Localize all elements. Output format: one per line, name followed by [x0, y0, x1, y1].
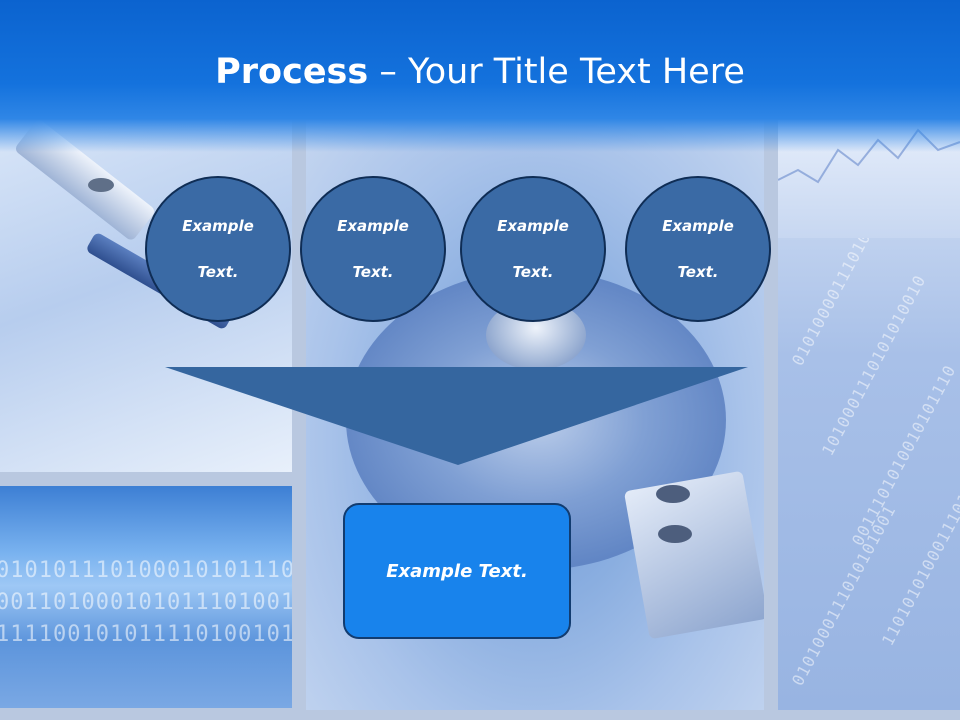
- title-rest: – Your Title Text Here: [368, 52, 745, 92]
- result-label: Example Text.: [386, 560, 528, 582]
- step-3-line1: Example: [497, 216, 569, 235]
- funnel-arrow: [165, 367, 748, 465]
- drive-screw-shape: [88, 178, 114, 192]
- binary-pattern: 0101000111010101001: [788, 501, 900, 689]
- step-1-line2: Text.: [197, 262, 239, 281]
- step-1-line1: Example: [182, 216, 254, 235]
- result-box: Example Text.: [343, 503, 571, 639]
- binary-pattern: 01010111010001010111010: [0, 558, 292, 583]
- binary-pattern: 00110100010101110100101: [0, 590, 292, 615]
- background-binary-panel: 01010111010001010111010 0011010001010111…: [0, 486, 292, 708]
- step-3-line2: Text.: [512, 262, 554, 281]
- drive-arm-shape: [623, 470, 764, 640]
- step-4-line1: Example: [662, 216, 734, 235]
- title-bold-part: Process: [215, 52, 369, 92]
- funnel-triangle: [165, 367, 748, 465]
- drive-screw-shape: [656, 485, 690, 503]
- drive-screw-shape: [658, 525, 692, 543]
- step-4-line2: Text.: [677, 262, 719, 281]
- step-2-line1: Example: [337, 216, 409, 235]
- title-bar: [0, 0, 960, 152]
- step-2-line2: Text.: [352, 262, 394, 281]
- binary-pattern: 11110010101111010010111: [0, 622, 292, 647]
- slide-title: Process – Your Title Text Here: [0, 52, 960, 92]
